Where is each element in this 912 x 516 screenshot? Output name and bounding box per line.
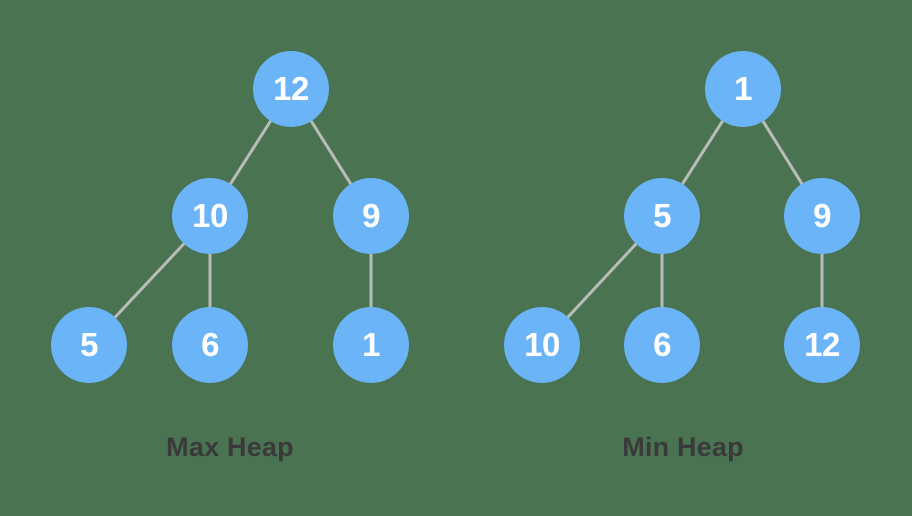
tree-edge [228,118,273,187]
tree-edge [760,118,805,187]
tree-edge [112,241,187,320]
tree-edge [308,118,354,187]
tree-node[interactable]: 1 [705,51,781,127]
tree-node-value: 5 [80,325,98,363]
tree-node-value: 9 [813,196,831,234]
tree-node[interactable]: 9 [784,178,860,254]
tree-node-value: 12 [804,325,840,363]
heap-caption-min-heap: Min Heap [622,432,744,462]
tree-node[interactable]: 12 [253,51,329,127]
tree-node-value: 5 [653,196,671,234]
tree-node-value: 6 [653,325,671,363]
tree-node[interactable]: 12 [784,307,860,383]
tree-node-value: 10 [192,196,228,234]
heap-caption-max-heap: Max Heap [166,432,294,462]
tree-node-value: 12 [273,69,309,107]
tree-node[interactable]: 1 [333,307,409,383]
tree-node[interactable]: 6 [172,307,248,383]
tree-node[interactable]: 10 [504,307,580,383]
tree-edge [680,118,725,187]
tree-node-value: 6 [201,325,219,363]
tree-node-value: 1 [734,69,752,107]
tree-node[interactable]: 10 [172,178,248,254]
tree-node[interactable]: 9 [333,178,409,254]
tree-node[interactable]: 5 [51,307,127,383]
tree-node[interactable]: 5 [624,178,700,254]
tree-edge [565,241,639,320]
tree-node[interactable]: 6 [624,307,700,383]
tree-node-value: 1 [362,325,380,363]
tree-node-value: 9 [362,196,380,234]
tree-node-value: 10 [524,325,560,363]
